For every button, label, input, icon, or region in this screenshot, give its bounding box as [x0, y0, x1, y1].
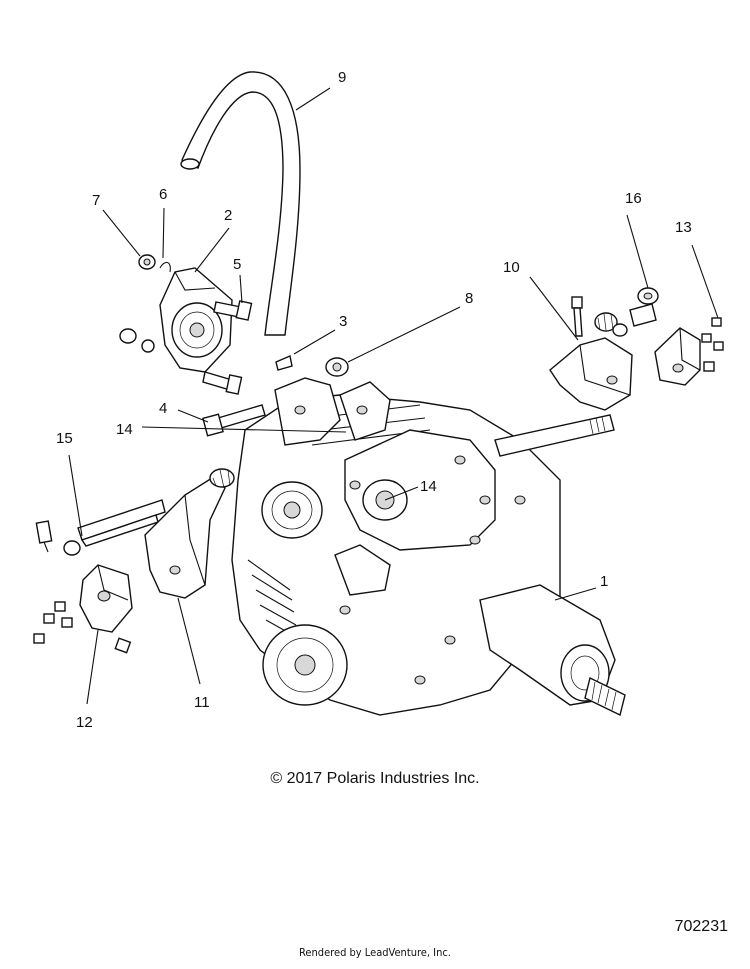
- bracket-part-13: [654, 317, 724, 386]
- rendered-by-credit: Rendered by LeadVenture, Inc.: [299, 946, 451, 959]
- callout-9: 9: [338, 69, 347, 86]
- figure-number: 702231: [674, 918, 728, 935]
- callout-8: 8: [465, 290, 474, 307]
- clip-part-6: [159, 261, 171, 273]
- callout-2: 2: [224, 207, 233, 224]
- callout-5: 5: [233, 256, 242, 273]
- bracket-part-10: [549, 296, 633, 411]
- bolt-part-15: [35, 499, 166, 556]
- callout-3: 3: [339, 313, 348, 330]
- callout-14-left: 14: [116, 421, 133, 438]
- copyright-notice: © 2017 Polaris Industries Inc.: [270, 770, 480, 787]
- callout-6: 6: [159, 186, 168, 203]
- callout-15: 15: [56, 430, 73, 447]
- callout-12: 12: [76, 714, 93, 731]
- mount-part-12: [33, 564, 133, 654]
- bracket-part-11: [144, 468, 235, 599]
- hose-part-9: [180, 71, 301, 336]
- nut-part-16: [629, 287, 659, 327]
- leader-lines: [68, 87, 719, 705]
- sensor-part-2: [119, 267, 253, 395]
- nut-part-8: [325, 357, 349, 377]
- transmission-part-1: [231, 394, 626, 717]
- callout-7: 7: [92, 192, 101, 209]
- bolt-part-4: [202, 404, 266, 437]
- callout-1: 1: [600, 573, 609, 590]
- callout-16: 16: [625, 190, 642, 207]
- clip-part-3: [275, 355, 293, 371]
- callout-14-center: 14: [420, 478, 437, 495]
- callout-13: 13: [675, 219, 692, 236]
- nut-part-7: [138, 254, 156, 270]
- callout-11: 11: [194, 694, 210, 711]
- callout-10: 10: [503, 259, 520, 276]
- plate-part-14: [274, 377, 391, 446]
- callout-4: 4: [159, 400, 168, 417]
